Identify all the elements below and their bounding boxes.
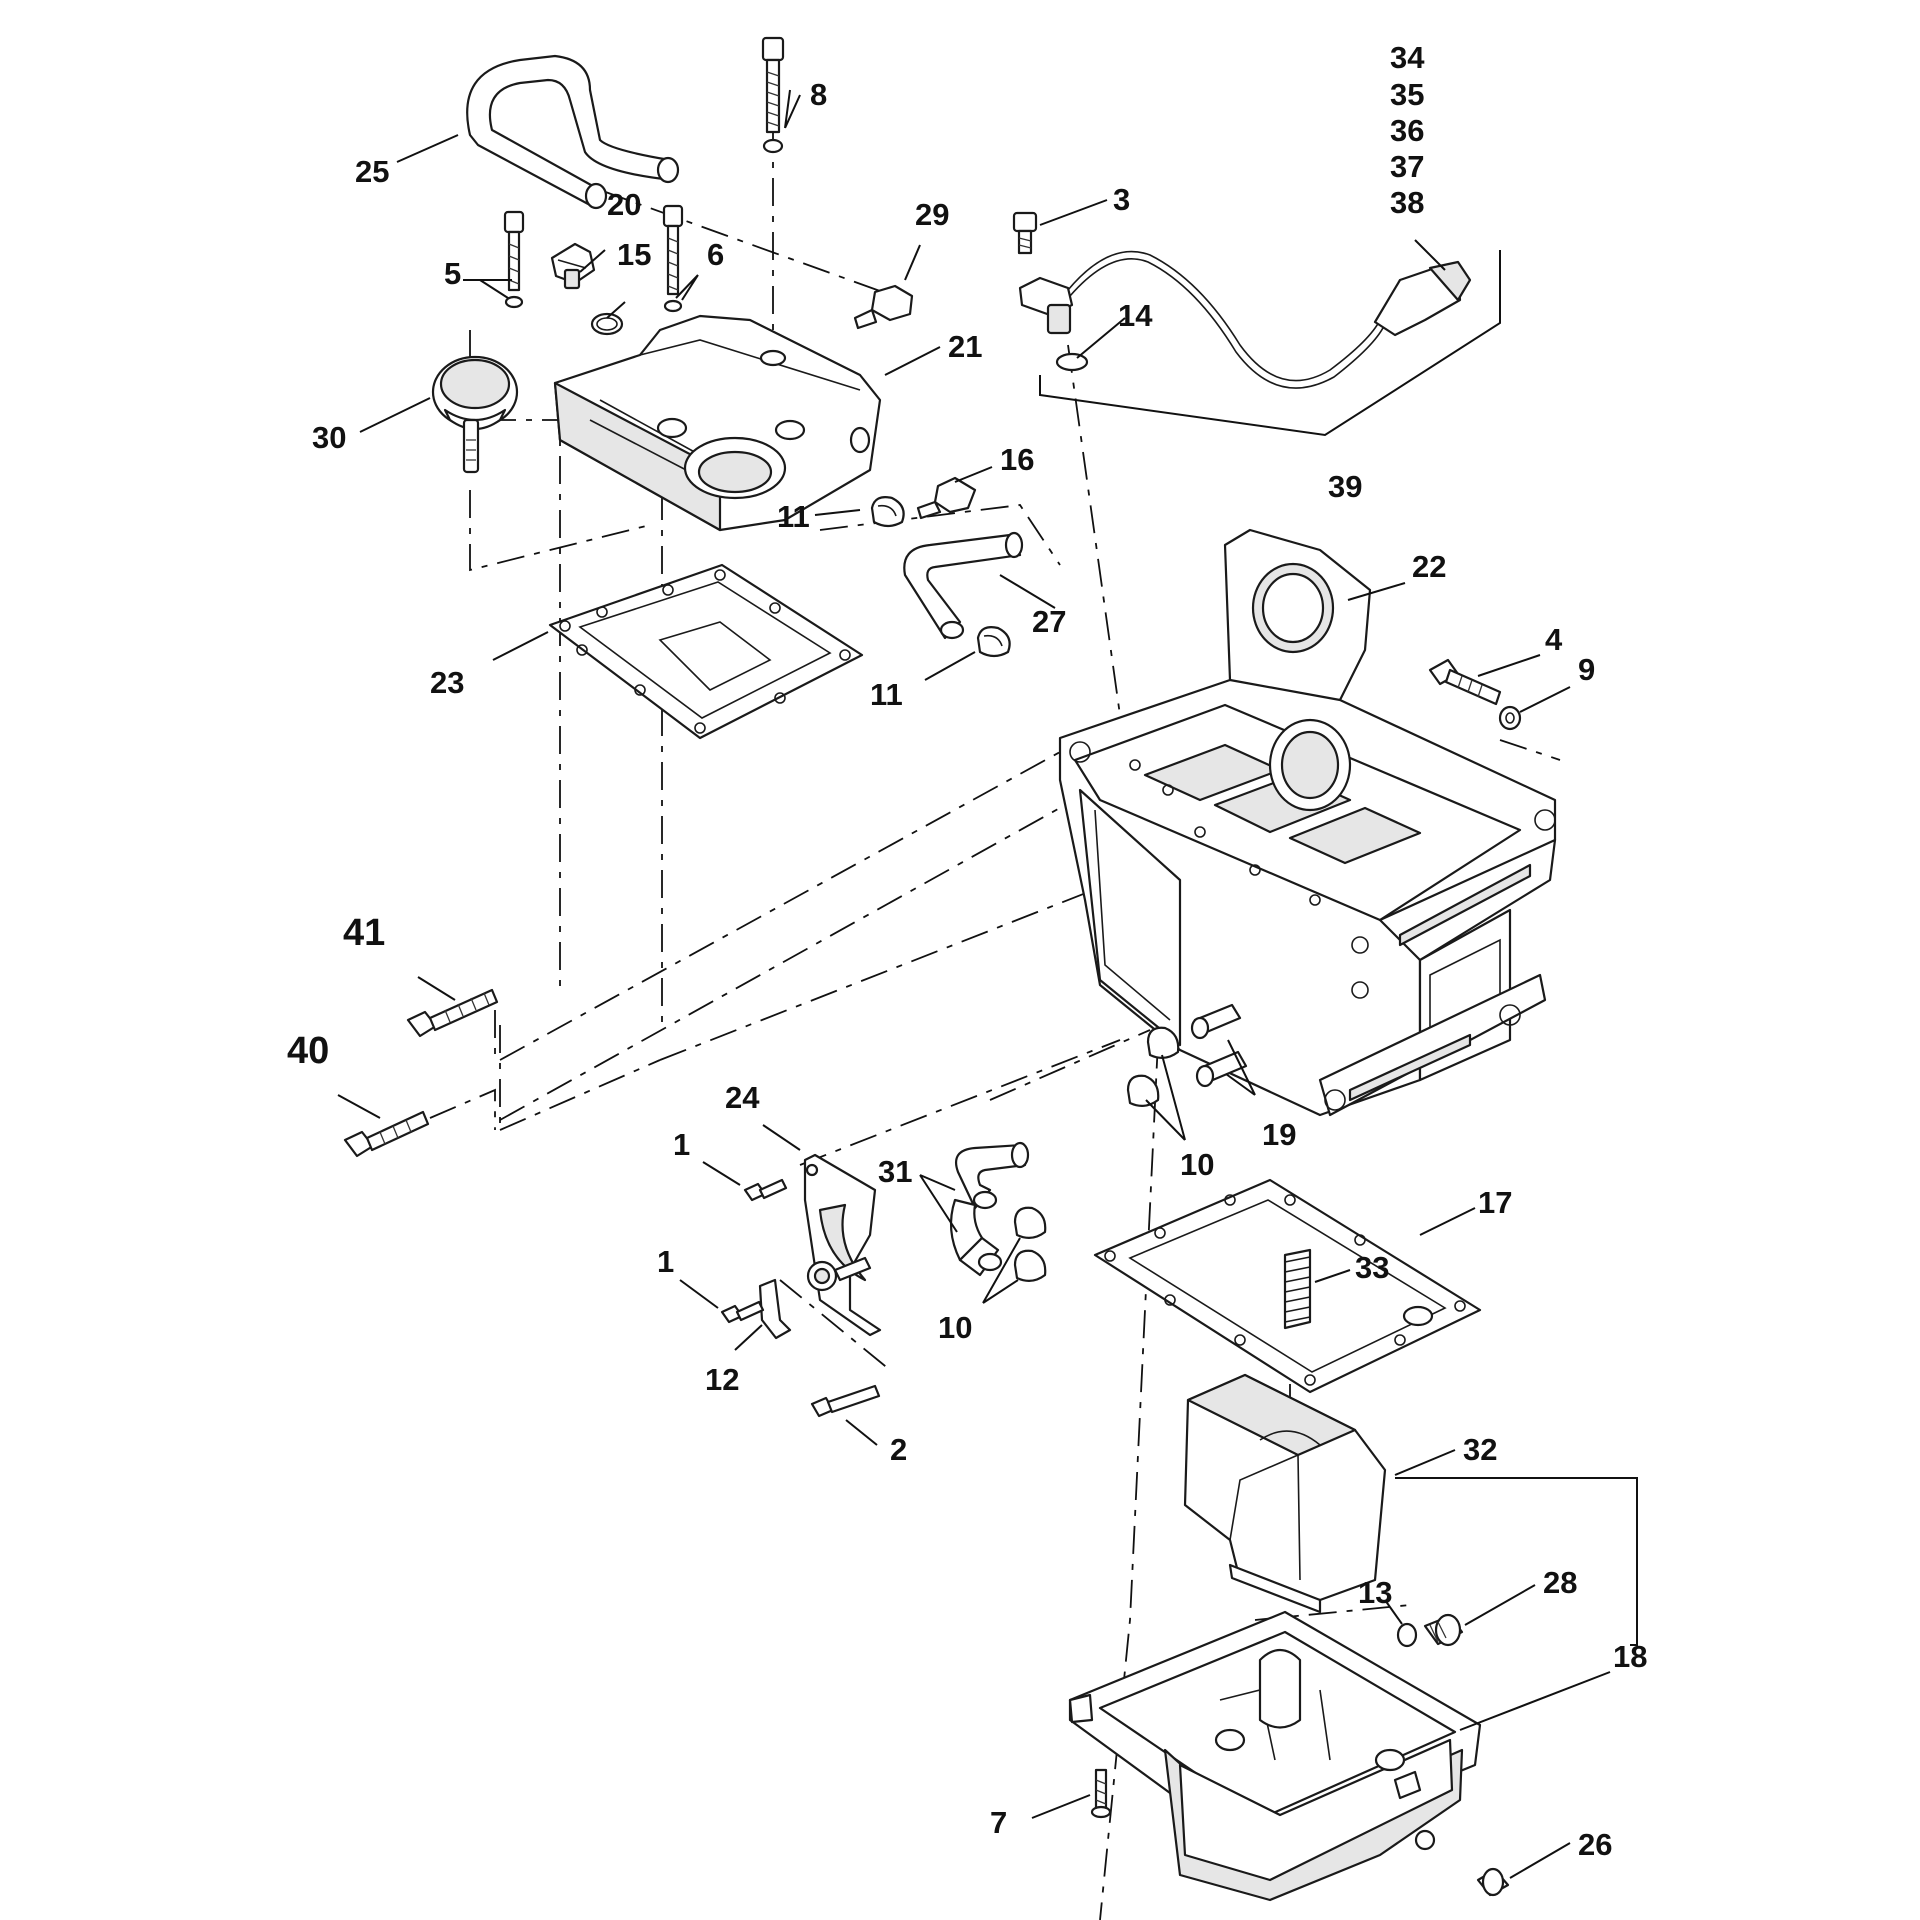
callout-10b: 10 [938,1310,972,1345]
part-18-oil-pan [1068,1610,1482,1902]
callout-1b: 1 [657,1244,674,1279]
callout-18: 18 [1613,1639,1647,1674]
callout-26: 26 [1578,1827,1612,1862]
callout-3: 3 [1113,182,1130,217]
part-20-switch [550,242,596,290]
part-19-fitting-lower [1195,1050,1248,1088]
part-16-elbow-fitting [916,476,977,520]
callout-17: 17 [1478,1185,1512,1220]
part-32-baffle [1183,1373,1387,1614]
callout-31: 31 [878,1154,912,1189]
part-1-screw-lower [720,1300,765,1324]
part-6-bolt [662,204,684,313]
callout-8: 8 [810,77,827,112]
part-22-transmission-case [1058,528,1557,1117]
callout-35: 35 [1390,77,1424,112]
part-8-bolt [761,36,785,154]
part-24-shift-bracket [803,1153,882,1337]
part-33-spring [1283,1248,1312,1330]
callout-1a: 1 [673,1127,690,1162]
callout-33: 33 [1355,1250,1389,1285]
part-7-bolt [1090,1768,1112,1819]
callout-21: 21 [948,329,982,364]
part-23-top-gasket [548,563,864,740]
callout-4: 4 [1545,622,1563,657]
callout-22: 22 [1412,549,1446,584]
callout-29: 29 [915,197,949,232]
callout-38: 38 [1390,185,1424,220]
callout-34: 34 [1390,40,1425,75]
stud-leader-lines [429,1010,496,1130]
part-31-hose-lower [949,1198,1003,1277]
part-31-hose-upper [954,1141,1030,1210]
part-27-hose [903,531,1024,640]
callout-20: 20 [607,187,641,222]
part-3-screw [1012,211,1038,255]
group-bracket-39 [1039,250,1501,437]
part-25-breather-hose [466,54,680,210]
callout-27: 27 [1032,604,1066,639]
callout-13: 13 [1358,1575,1392,1610]
part-9-washer [1498,705,1522,731]
callout-30: 30 [312,420,346,455]
callout-12: 12 [705,1362,739,1397]
part-10-clamp-b [1126,1074,1160,1107]
part-5-bolt [503,210,525,309]
callout-39: 39 [1328,469,1362,504]
part-10-clamp-a [1146,1026,1180,1059]
callout-23: 23 [430,665,464,700]
part-11-clamp-upper [870,496,905,528]
callout-labels: 25 8 20 15 5 6 29 3 34 35 36 37 38 14 21… [287,40,1647,1862]
part-2-pin [810,1384,881,1418]
callout-9: 9 [1578,652,1595,687]
callout-7: 7 [990,1805,1007,1840]
callout-19: 19 [1262,1117,1296,1152]
part-13-o-ring [1396,1622,1418,1648]
callout-37: 37 [1390,149,1424,184]
callout-11a: 11 [777,499,810,534]
part-40-stud [343,1110,430,1158]
part-14-o-ring [1055,352,1089,372]
callout-2: 2 [890,1432,907,1467]
part-26-plug [1476,1867,1510,1897]
callout-16: 16 [1000,442,1034,477]
part-sensor-with-cable [1018,250,1472,389]
callout-6: 6 [707,237,724,272]
leader-lines [337,89,1638,1879]
callout-40: 40 [287,1030,329,1072]
callout-10a: 10 [1180,1147,1214,1182]
part-41-stud [406,988,499,1038]
part-1-screw-upper [743,1178,788,1202]
part-11-clamp-lower [976,626,1011,658]
callout-32: 32 [1463,1432,1497,1467]
part-29-fitting [853,284,914,330]
part-21-top-cover [553,314,882,532]
callout-5: 5 [444,256,461,291]
callout-25: 25 [355,154,389,189]
part-19-fitting-upper [1190,1003,1242,1040]
callout-24: 24 [725,1080,760,1115]
part-12-clip [758,1278,792,1340]
part-30-dipstick [431,355,519,474]
callout-41: 41 [343,912,385,954]
callout-36: 36 [1390,113,1424,148]
part-28-drain-plug [1423,1613,1464,1647]
callout-14: 14 [1118,298,1153,333]
part-10-clamp-c [1013,1206,1047,1239]
callout-11b: 11 [870,677,903,712]
callout-15: 15 [617,237,651,272]
part-4-bolt [1428,658,1502,706]
part-10-clamp-d [1013,1249,1047,1282]
callout-28: 28 [1543,1565,1577,1600]
